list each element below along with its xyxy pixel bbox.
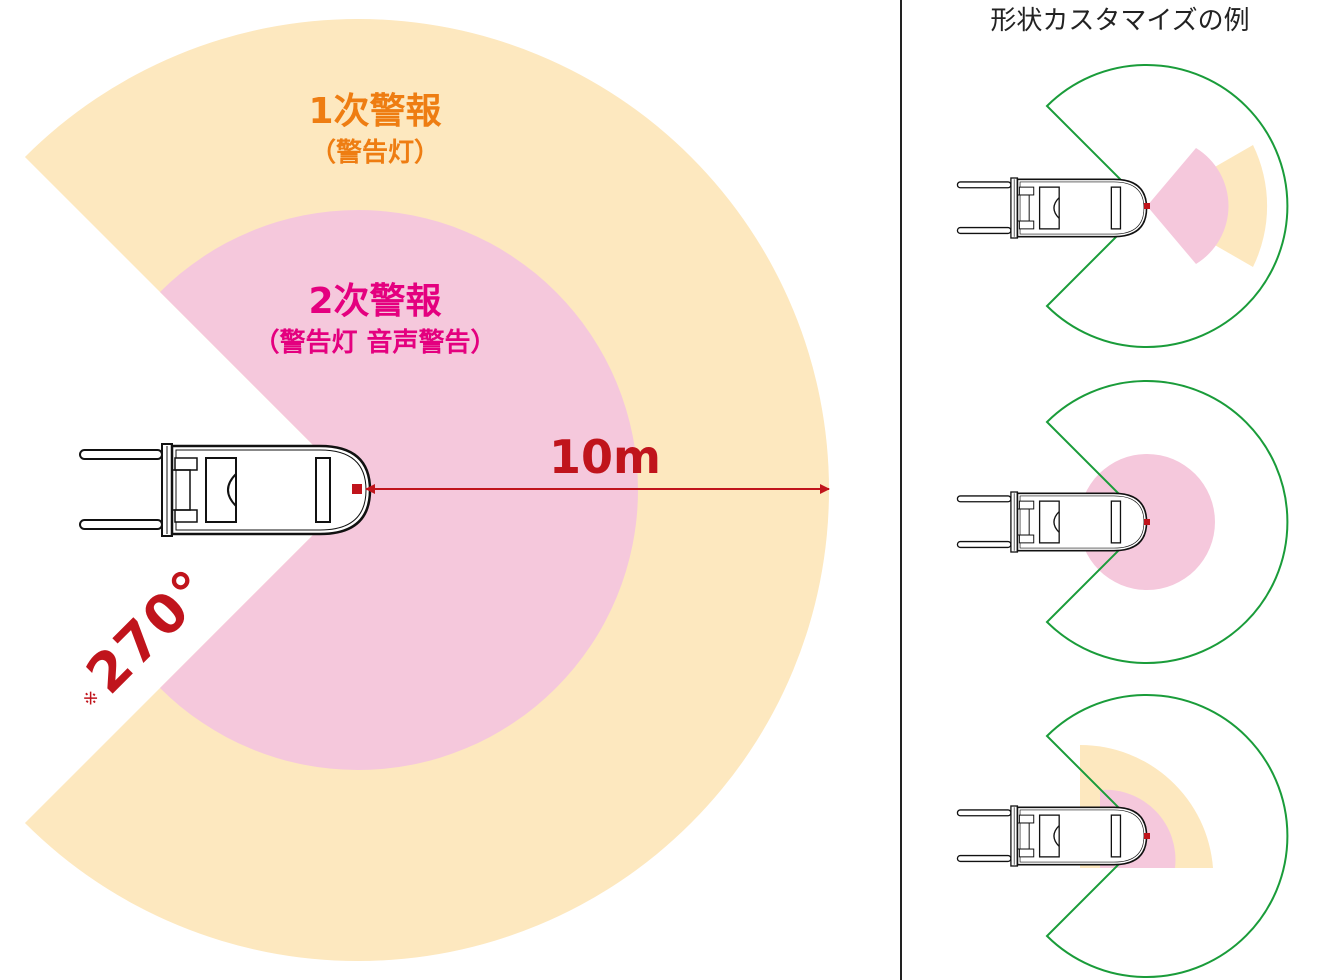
primary-alert-title: 1次警報 [308, 91, 442, 132]
example-3-sensor-marker [1144, 833, 1150, 839]
example-3-forklift-icon [956, 805, 1148, 867]
example-1-outline [1045, 64, 1289, 348]
example-1-secondary-zone [1147, 148, 1229, 264]
example-1-sensor-marker [1144, 203, 1150, 209]
custom-example-2 [956, 380, 1289, 664]
example-1-forklift-icon [956, 177, 1148, 239]
example-3-outline [1045, 694, 1289, 978]
forklift-icon [78, 442, 372, 538]
distance-label: 10m [549, 430, 661, 484]
sensor-marker [352, 484, 362, 494]
customization-examples [956, 64, 1289, 978]
example-2-sensor-marker [1144, 519, 1150, 525]
secondary-alert-subtitle: （警告灯 音声警告） [253, 328, 497, 358]
example-2-outline [1045, 380, 1289, 664]
custom-example-1 [956, 64, 1289, 348]
example-2-forklift-icon [956, 491, 1148, 553]
secondary-alert-title: 2次警報 [308, 281, 442, 322]
custom-example-3 [956, 694, 1289, 978]
main-diagram [24, 19, 830, 962]
primary-alert-subtitle: （警告灯） [309, 138, 440, 168]
customization-title: 形状カスタマイズの例 [990, 6, 1250, 36]
